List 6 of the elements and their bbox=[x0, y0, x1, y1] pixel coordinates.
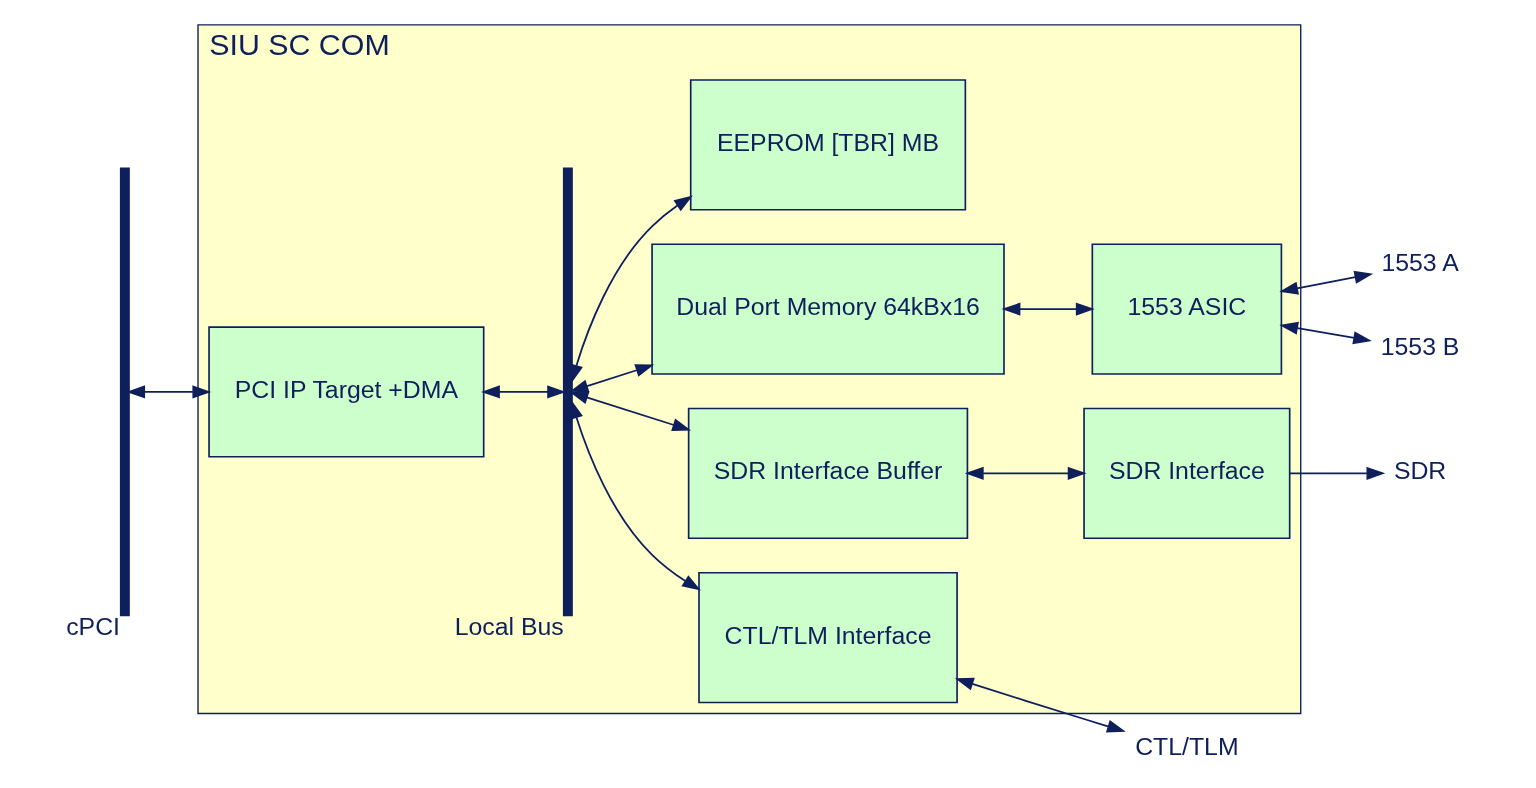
node-text: SDR bbox=[1393, 457, 1447, 485]
node-text: CTL/TLM bbox=[1135, 733, 1239, 761]
node-label: Local Bus bbox=[454, 613, 564, 641]
node-label: cPCI bbox=[66, 613, 121, 641]
node-text: 1553 A bbox=[1381, 249, 1459, 277]
node-text: 1553 B bbox=[1380, 333, 1460, 361]
